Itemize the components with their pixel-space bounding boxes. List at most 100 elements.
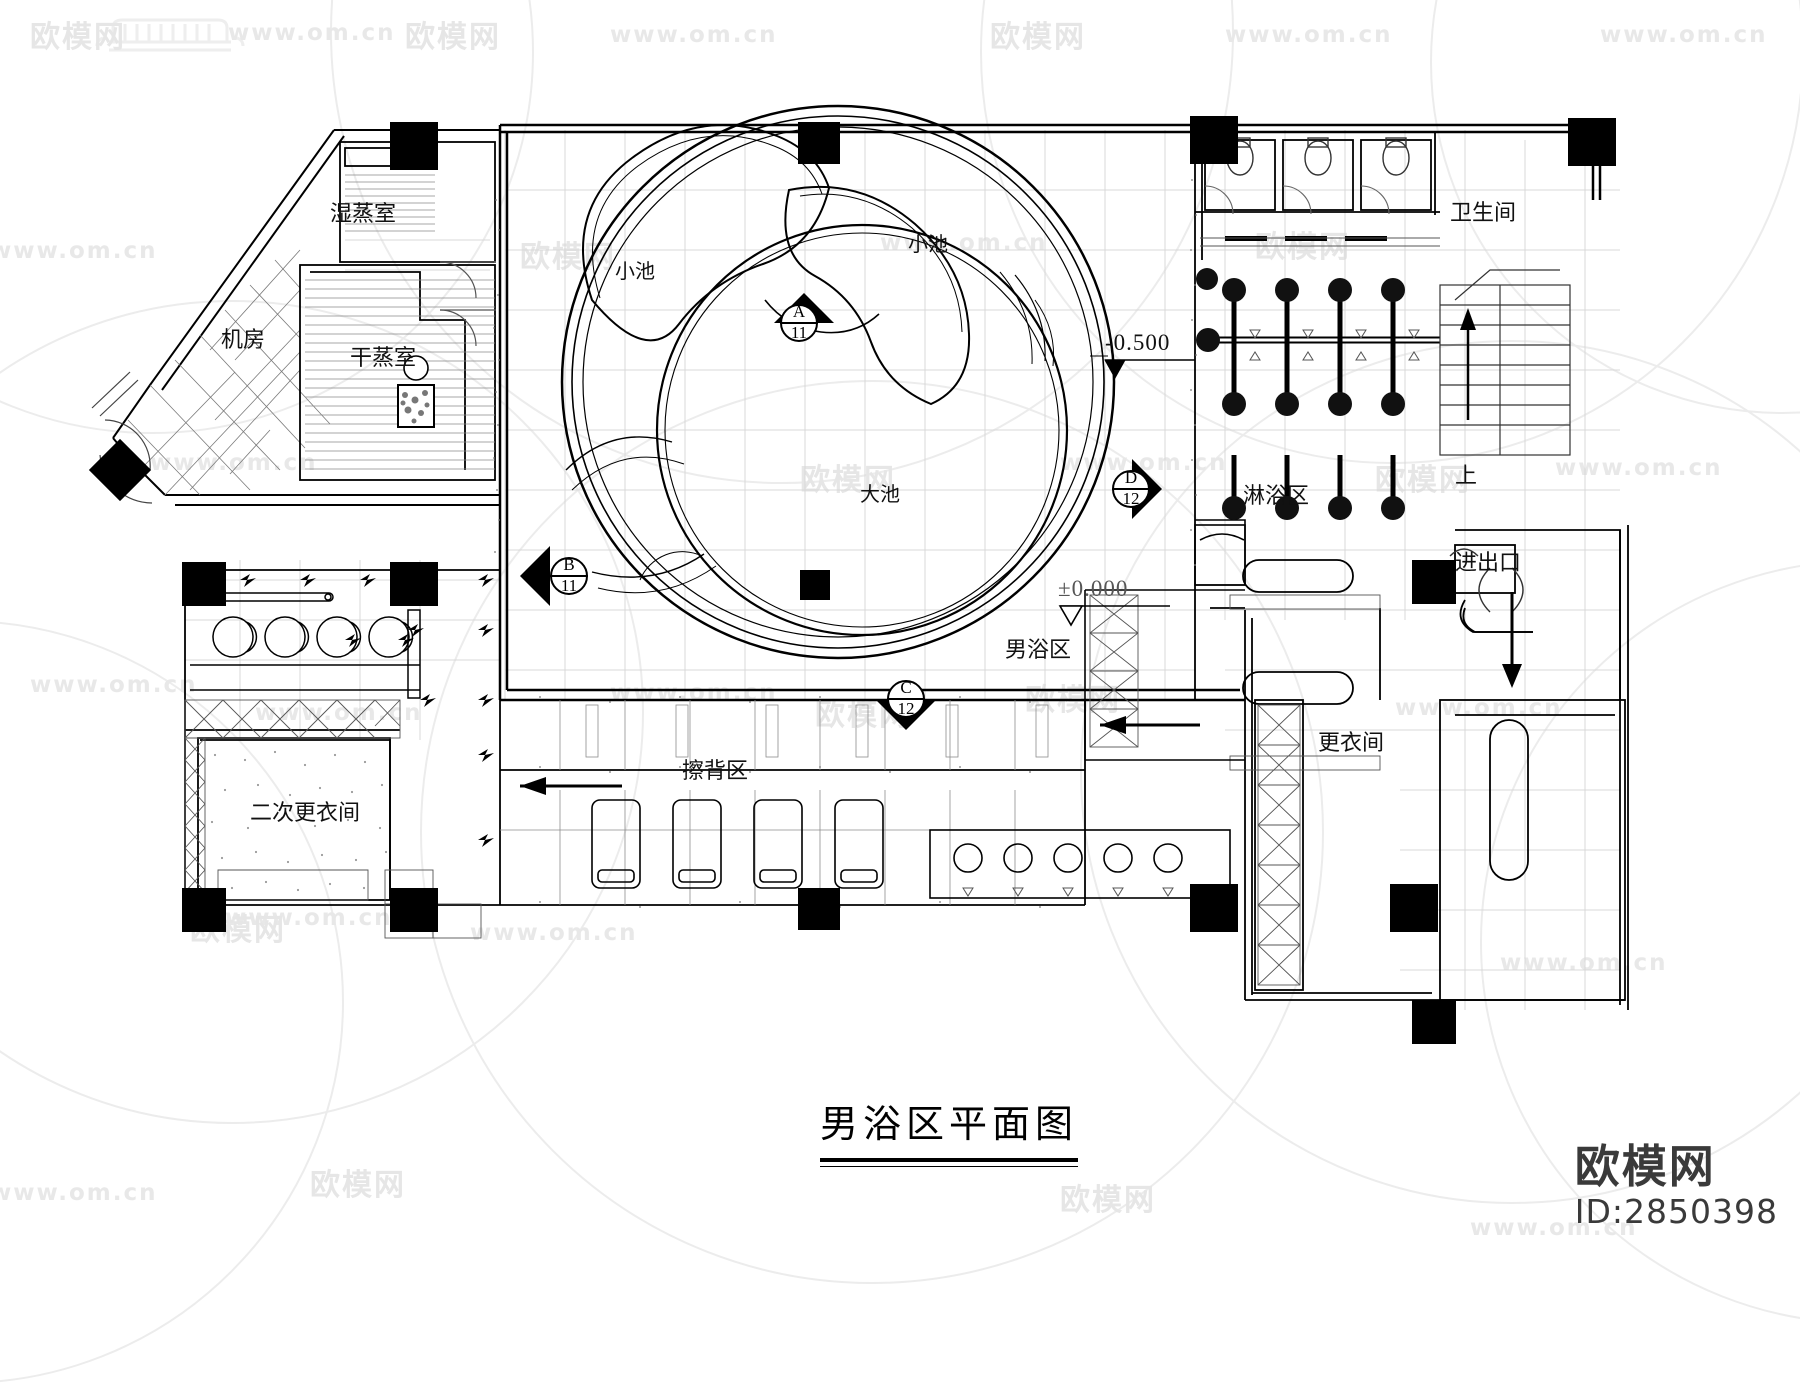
stall-doors — [1204, 185, 1390, 215]
room-label-small-pool-1: 小池 — [615, 261, 655, 283]
shower-valve — [1196, 328, 1220, 352]
column — [390, 888, 438, 932]
elevation-label-zero: ±0.000 — [1058, 576, 1129, 601]
watermark-url: www.om.cn — [30, 672, 198, 698]
watermark-url: www.om.cn — [225, 905, 393, 931]
column — [390, 122, 438, 170]
section-top-c: C — [900, 678, 912, 697]
vanity-counter — [929, 829, 1231, 899]
elevation-label-minus: -0.500 — [1105, 330, 1171, 355]
watermark-url: www.om.cn — [0, 1180, 158, 1206]
dry-steam-bench-hatch — [305, 279, 495, 470]
shower-valve — [1196, 268, 1218, 290]
watermark-logo-text: 欧模网 — [30, 20, 126, 55]
watermark-url: www.om.cn — [1395, 695, 1563, 721]
shower-head — [1328, 278, 1352, 302]
brand-name: 欧模网 — [1574, 1139, 1716, 1193]
column — [798, 888, 840, 930]
shower-head — [1328, 496, 1352, 520]
watermark-logo-text: 欧模网 — [520, 240, 616, 275]
watermark-url: www.om.cn — [1555, 455, 1723, 481]
section-marker-b[interactable]: B 11 — [520, 545, 600, 607]
room-label-mens-bath: 男浴区 — [1005, 637, 1072, 662]
room-label-machine-room: 机房 — [221, 327, 266, 352]
room-label-wet-steam: 湿蒸室 — [330, 201, 397, 226]
section-top-b: B — [563, 555, 575, 574]
watermark-url: www.om.cn — [610, 680, 778, 706]
title-rule-thin — [820, 1166, 1079, 1167]
changing-room — [1210, 559, 1440, 1001]
wash-basins — [190, 592, 421, 699]
room-label-restroom: 卫生间 — [1450, 200, 1517, 225]
zone-partition — [1084, 519, 1246, 761]
column — [1412, 560, 1456, 604]
flow-arrows — [520, 308, 1522, 795]
machine-room-hatch — [127, 249, 331, 496]
watermark-url: www.om.cn — [1500, 950, 1668, 976]
room-label-entrance: 进出口 — [1455, 550, 1522, 575]
building-outline — [498, 123, 1602, 702]
watermark-url: www.om.cn — [1225, 22, 1393, 48]
brand-id: ID:2850398 — [1574, 1192, 1778, 1231]
column — [390, 562, 438, 606]
massage-beds — [591, 799, 884, 889]
section-bottom-b: 11 — [560, 576, 578, 595]
column — [1390, 884, 1438, 932]
machine-room-outline — [112, 129, 500, 506]
watermark-logo-text: 欧模网 — [990, 20, 1086, 55]
watermark-logo-text: 欧模网 — [405, 20, 501, 55]
section-bottom-a: 11 — [790, 323, 808, 342]
watermark-url: www.om.cn — [255, 700, 423, 726]
second-changing-zone — [184, 569, 500, 906]
watermark-url: www.om.cn — [0, 238, 158, 264]
room-label-dry-steam: 干蒸室 — [350, 345, 417, 370]
pool-drain — [800, 570, 830, 600]
shower-head — [1381, 496, 1405, 520]
watermark-url: www.om.cn — [150, 450, 318, 476]
shower-head — [1275, 278, 1299, 302]
column — [1568, 118, 1616, 166]
section-arrow-b — [520, 546, 550, 606]
column — [1190, 116, 1238, 164]
shower-head — [1381, 392, 1405, 416]
staircase — [1439, 269, 1571, 456]
section-top-d: D — [1124, 468, 1138, 487]
section-bottom-d: 12 — [1122, 489, 1140, 508]
room-label-shower-area: 淋浴区 — [1243, 483, 1310, 508]
room-label-stairs-up: 上 — [1455, 463, 1478, 488]
toilet-fixtures — [1226, 137, 1410, 176]
shower-head — [1381, 278, 1405, 302]
section-top-a: A — [792, 302, 806, 321]
section-divider-d — [1112, 488, 1150, 490]
plan-linework — [91, 104, 1629, 1010]
entrance-vestibule — [1439, 525, 1629, 1010]
title-rule-thick — [820, 1158, 1079, 1162]
watermark-url: www.om.cn — [880, 230, 1048, 256]
urinal-strip — [1200, 236, 1440, 247]
column — [182, 562, 226, 606]
watermark-url: www.om.cn — [610, 22, 778, 48]
room-label-big-pool: 大池 — [860, 484, 900, 506]
drawing-title: 男浴区平面图 — [820, 1104, 1079, 1146]
watermark-logo — [95, 8, 245, 54]
room-label-scrub-area: 擦背区 — [682, 758, 749, 783]
restroom-zone — [1194, 132, 1440, 700]
scrub-strip-tile — [500, 700, 1085, 905]
section-marker-a[interactable]: A 11 — [768, 292, 834, 354]
dry-steam-room — [299, 264, 496, 481]
watermark-url: www.om.cn — [228, 20, 396, 46]
watermark-logo-text: 欧模网 — [1060, 1183, 1156, 1218]
watermark-url: www.om.cn — [1600, 22, 1768, 48]
wall-hatch-speckle — [493, 179, 1197, 908]
section-bottom-c: 12 — [897, 699, 915, 718]
watermark-logo-text: 欧模网 — [1255, 230, 1351, 265]
section-marker-d[interactable]: D 12 — [1100, 458, 1162, 520]
section-marker-c[interactable]: C 12 — [875, 668, 937, 730]
column — [182, 888, 226, 932]
column — [88, 438, 152, 502]
shower-head — [1222, 278, 1246, 302]
watermark-url: www.om.cn — [470, 920, 638, 946]
watermark-logo-text: 欧模网 — [310, 1168, 406, 1203]
